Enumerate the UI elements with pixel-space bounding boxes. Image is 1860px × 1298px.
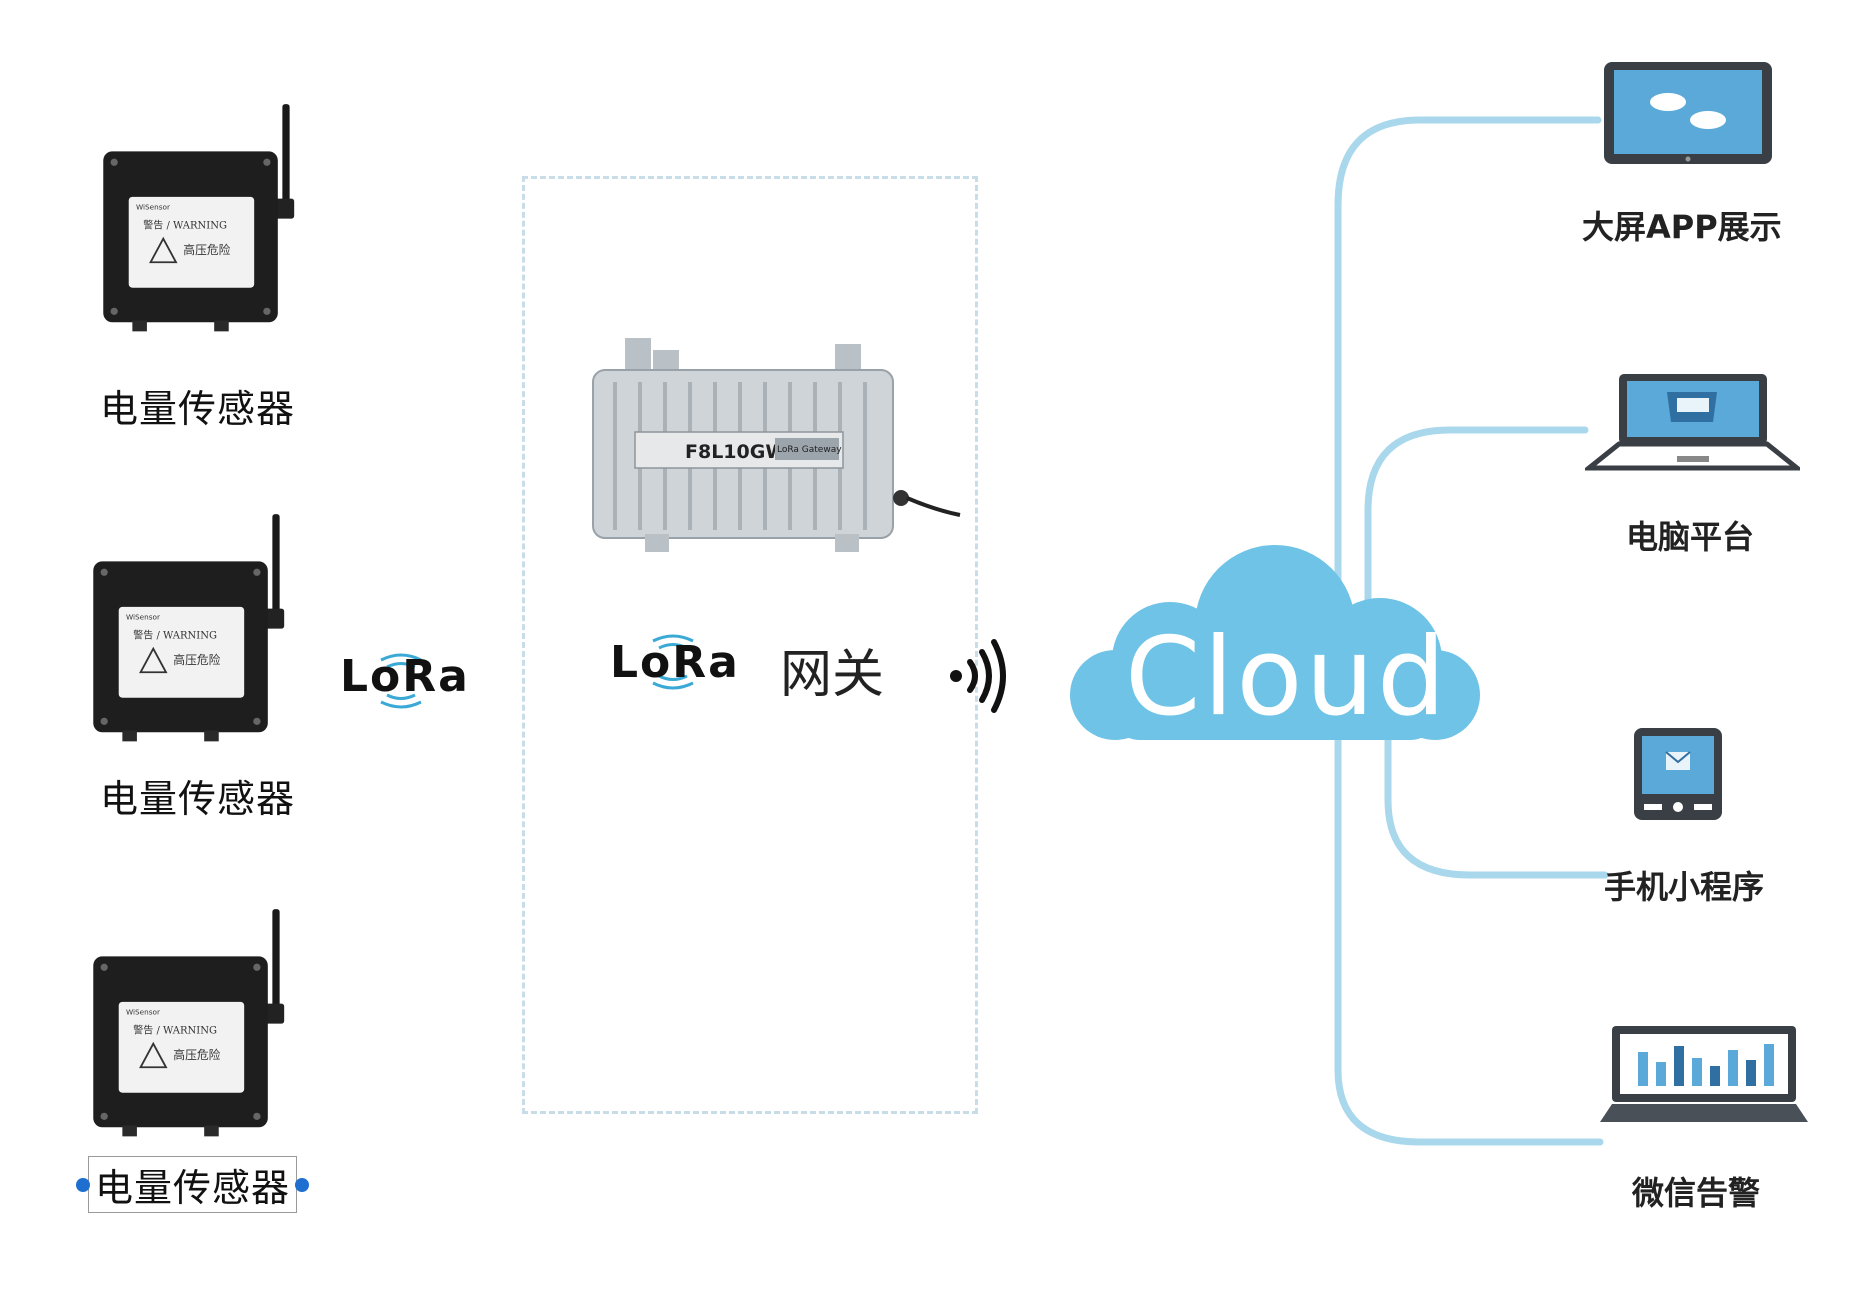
antenna [282,104,290,205]
svg-text:警告 / WARNING: 警告 / WARNING [133,629,217,642]
gateway-model-text: F8L10GW [685,441,786,463]
sensor-device-2: WiSensor 警告 / WARNING 高压危险 [93,514,285,742]
destination-label-phone: 手机小程序 [1604,868,1765,906]
line-to-monitor [1334,736,1604,1146]
gateway-frame [522,176,978,1114]
svg-text:WiSensor: WiSensor [126,613,160,622]
cloud-shape [1070,545,1480,740]
warning-label [128,196,255,288]
warning-text: 警告 / WARNING [143,219,227,232]
sensor-label-3[interactable]: 电量传感器 [76,1156,310,1213]
lora-logo-left [380,653,422,709]
wireless-signal-icon [950,639,1006,713]
phone-icon [1634,728,1722,820]
gateway-label-cn: 网关 [780,645,885,705]
sensor-label-1: 电量传感器 [100,387,296,431]
cloud-label: Cloud [1125,615,1449,740]
destination-label-monitor: 微信告警 [1632,1174,1761,1212]
brand-text: WiSensor [136,203,170,212]
lora-logo-gateway [652,634,694,690]
warning-label [118,1001,245,1093]
antenna [272,514,280,615]
svg-text:高压危险: 高压危险 [173,653,220,667]
destination-label-laptop: 电脑平台 [1626,518,1755,556]
sensor-label-2: 电量传感器 [100,777,296,821]
sensor-device-graphic: WiSensor 警告 / WARNING 高压危险 [103,104,295,332]
destination-label-tablet: 大屏APP展示 [1582,208,1782,246]
gateway-connector [893,490,909,506]
sensor-device-graphic: WiSensor 警告 / WARNING 高压危险 [93,909,285,1137]
gateway-device: F8L10GW LoRa Gateway [592,338,961,552]
antenna [272,909,280,1010]
gateway-label-logo: LoRa [610,637,740,688]
sensor-device-graphic: WiSensor 警告 / WARNING 高压危险 [93,514,285,742]
hazard-triangle-icon [139,646,168,674]
line-to-laptop [1364,426,1589,604]
lora-logo-left-text: LoRa [340,651,470,702]
line-to-tablet [1334,116,1602,744]
warning-label [118,606,245,698]
gateway-plate-text: LoRa Gateway [777,445,842,455]
sensor-label-3-text: 电量传感器 [95,1166,291,1210]
svg-text:警告 / WARNING: 警告 / WARNING [133,1024,217,1037]
selection-handle-left[interactable] [76,1177,90,1192]
hazard-triangle-icon [139,1041,168,1069]
sensor-device-3: WiSensor 警告 / WARNING 高压危险 [93,909,285,1137]
hazard-triangle-icon [149,236,178,264]
gateway-cable [906,496,961,517]
svg-text:高压危险: 高压危险 [173,1048,220,1062]
danger-text: 高压危险 [183,243,230,257]
sensor-device-1: WiSensor 警告 / WARNING 高压危险 [103,104,295,332]
monitor-icon [1600,1026,1808,1122]
svg-text:WiSensor: WiSensor [126,1008,160,1017]
laptop-icon [1585,374,1800,471]
line-to-phone [1384,736,1609,879]
tablet-icon [1604,62,1772,164]
selection-handle-right[interactable] [295,1177,310,1192]
